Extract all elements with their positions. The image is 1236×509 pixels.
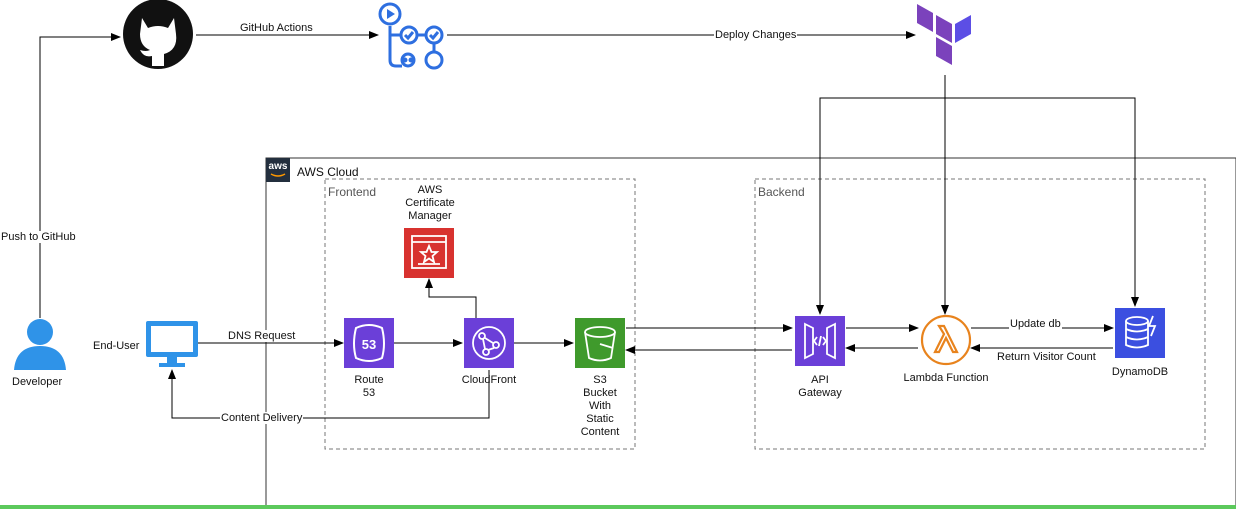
end-user-label: End-User [93,340,140,352]
edge-label-deploy: Deploy Changes [714,29,798,41]
s3-label: S3 Bucket With Static Content [581,374,620,439]
dynamodb-icon[interactable] [1115,308,1165,358]
route53-icon[interactable]: 53 [344,318,394,368]
edge-push-to-github [39,33,121,318]
edge-label-actions: GitHub Actions [239,22,314,34]
backend-group-box [754,178,1206,450]
s3-label-line2: Bucket [583,387,617,399]
edge-content-delivery [168,369,490,419]
bottom-bar [0,505,1236,509]
s3-label-line1: S3 [593,374,607,386]
s3-label-line4: Static [586,413,614,425]
s3-bucket-icon[interactable] [575,318,625,368]
edge-terraform-to-dynamodb [945,97,1139,307]
developer-label: Developer [12,376,63,388]
api-gateway-icon[interactable] [795,316,845,366]
aws-cloud-title: AWS Cloud [297,165,359,179]
acm-label-line2: Certificate [405,197,455,209]
edge-label-content: Content Delivery [220,412,304,424]
github-icon[interactable] [120,0,196,77]
certificate-icon[interactable] [404,228,454,278]
route53-label-line1: Route [354,374,384,386]
acm-label-line3: Manager [408,210,452,222]
api-gateway-label-line1: API [811,374,829,386]
s3-label-line3: With [589,400,611,412]
edge-terraform-to-apigw [816,75,946,315]
aws-logo-text: aws [268,161,288,172]
edge-label-push: Push to GitHub [0,231,77,243]
frontend-group-box [324,178,636,450]
edge-label-dns: DNS Request [227,330,297,342]
user-icon[interactable] [14,318,66,375]
edge-label-update: Update db [1009,318,1062,330]
api-gateway-label: API Gateway [798,374,841,400]
s3-label-line5: Content [580,426,620,438]
acm-label: AWS Certificate Manager [405,184,455,223]
cloudfront-icon[interactable] [464,318,514,368]
cloudfront-label: CloudFront [461,374,517,386]
github-actions-icon[interactable] [378,2,448,77]
lambda-icon[interactable] [920,314,972,371]
svg-text:53: 53 [362,337,376,352]
monitor-icon[interactable] [145,320,199,375]
acm-label-line1: AWS [417,184,443,196]
aws-logo-icon: aws [266,158,290,182]
route53-label-line2: 53 [362,387,376,399]
edge-label-return: Return Visitor Count [996,351,1097,363]
route53-label: Route 53 [354,374,383,400]
terraform-icon[interactable] [917,4,973,71]
api-gateway-label-line2: Gateway [798,387,842,399]
dynamodb-label: DynamoDB [1111,366,1169,378]
lambda-label: Lambda Function [903,372,989,384]
edge-cloudfront-acm [425,278,477,318]
frontend-group-label: Frontend [328,185,377,199]
backend-group-label: Backend [758,185,805,199]
